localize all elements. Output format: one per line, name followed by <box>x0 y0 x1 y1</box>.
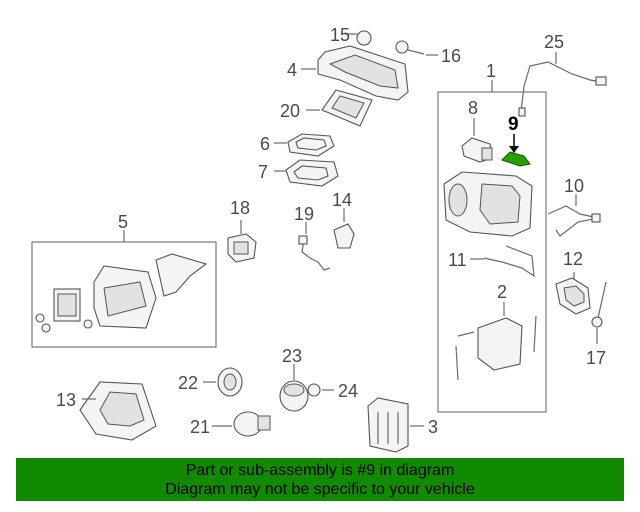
callout-7: 7 <box>258 162 268 182</box>
callout-11: 11 <box>448 250 467 270</box>
part-2-core <box>455 302 537 381</box>
callout-21: 21 <box>190 417 210 437</box>
banner-line-2: Diagram may not be specific to your vehi… <box>165 480 475 498</box>
callout-18: 18 <box>230 198 250 218</box>
part-11-cable <box>470 245 535 278</box>
callout-19: 19 <box>294 204 314 224</box>
part-21-motor <box>212 411 271 437</box>
part-14-actuator <box>333 208 355 249</box>
callout-15: 15 <box>330 25 350 45</box>
callout-1: 1 <box>486 61 496 81</box>
callout-20: 20 <box>280 101 300 121</box>
part-3-heater-core <box>367 397 424 453</box>
part-18-module <box>227 220 257 263</box>
part-22-ring <box>203 367 243 397</box>
callout-3: 3 <box>428 417 438 437</box>
part-housing <box>443 171 533 237</box>
part-23-wheel <box>279 364 309 412</box>
banner-line-1: Part or sub-assembly is #9 in diagram <box>185 461 455 479</box>
callout-4: 4 <box>287 60 297 80</box>
callout-10: 10 <box>564 176 584 196</box>
callout-13: 13 <box>56 390 76 410</box>
callout-14: 14 <box>332 190 352 210</box>
callout-5: 5 <box>118 212 128 232</box>
part-20-filter <box>306 89 373 127</box>
callout-22: 22 <box>178 373 198 393</box>
part-9-highlighted <box>501 134 531 167</box>
part-25-harness <box>518 52 607 117</box>
callout-6: 6 <box>260 134 270 154</box>
part-8-actuator <box>461 118 493 163</box>
part-5-components <box>35 253 208 333</box>
callout-8: 8 <box>468 98 478 118</box>
callout-23: 23 <box>282 346 302 366</box>
part-15-plug <box>345 30 372 46</box>
callout-2: 2 <box>497 282 507 302</box>
part-13-duct <box>79 381 157 441</box>
callout-16: 16 <box>441 46 461 66</box>
part-7-seal <box>274 159 339 187</box>
callout-25: 25 <box>544 32 564 52</box>
part-16-screw <box>395 40 438 56</box>
part-12-sensor <box>555 272 591 315</box>
info-banner: Part or sub-assembly is #9 in diagram Di… <box>16 458 624 501</box>
callout-12: 12 <box>563 249 583 269</box>
callout-24: 24 <box>338 381 358 401</box>
callout-9: 9 <box>508 114 519 135</box>
part-19-linkage <box>298 222 331 271</box>
part-10-bracket <box>547 194 601 237</box>
part-24-nut <box>307 383 334 397</box>
callout-17: 17 <box>586 348 606 368</box>
part-6-gasket <box>274 133 335 157</box>
part-17-probe <box>591 281 607 344</box>
part-4-duct <box>301 45 409 101</box>
